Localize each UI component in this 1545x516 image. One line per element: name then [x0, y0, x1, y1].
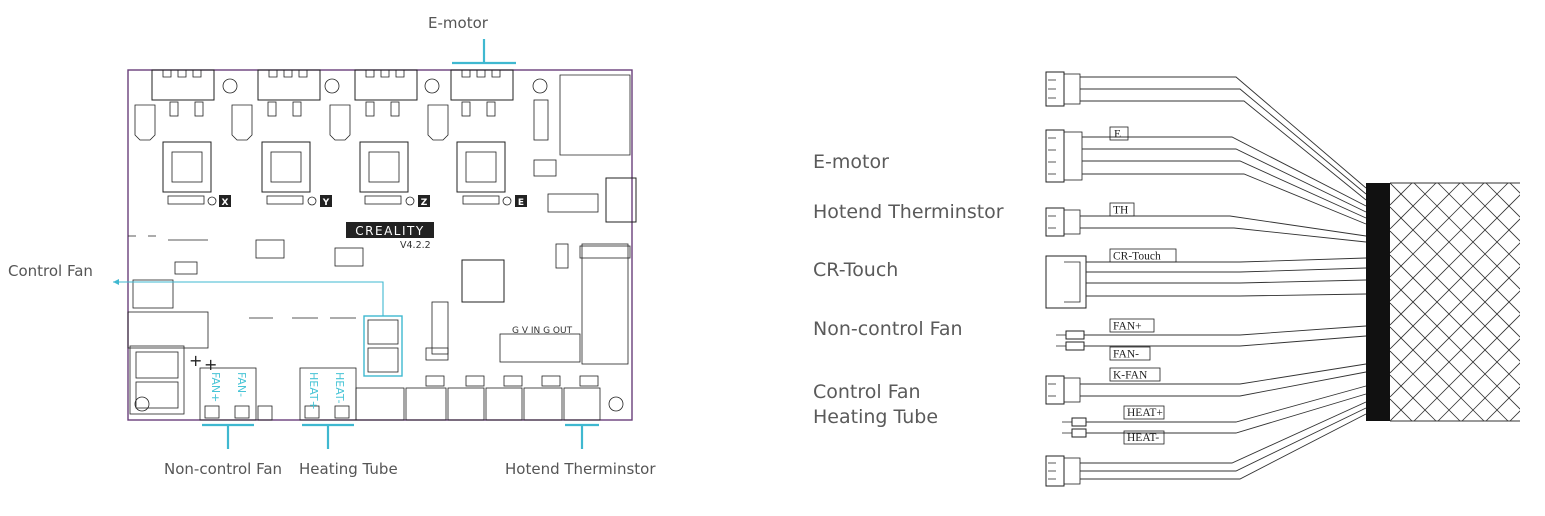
- harness-label-cr-touch: CR-Touch: [813, 259, 898, 281]
- hotend-therm-bracket: [565, 423, 599, 449]
- control-fan-connector: [363, 315, 403, 377]
- harness-wires: [1080, 76, 1367, 480]
- driver-e: [427, 101, 527, 207]
- noncontrol-fan-bracket: [202, 423, 254, 449]
- mcu-chip: [461, 259, 505, 303]
- mainboard: X Y Z E CREALITY V4.2.2 G V IN G OU: [113, 39, 637, 449]
- power-input: [129, 345, 185, 415]
- tag-fan-minus: FAN-: [1113, 349, 1139, 361]
- harness-label-hotend-therm: Hotend Therminstor: [813, 201, 1004, 223]
- motor-connector-y: [257, 69, 321, 101]
- pin-fan-plus: FAN+: [209, 372, 222, 402]
- mount-hole: [324, 78, 340, 94]
- driver-z: [329, 101, 430, 207]
- motor-connector-e: [450, 69, 514, 101]
- driver-y: [231, 101, 332, 207]
- mount-hole: [424, 78, 440, 94]
- tag-cr-touch: CR-Touch: [1113, 251, 1161, 263]
- probe-header-pins: G V IN G OUT: [512, 326, 573, 336]
- harness-clamp: [1366, 183, 1390, 421]
- axis-label-e: E: [518, 198, 524, 208]
- emotor-bracket: [452, 39, 516, 65]
- tag-kfan: K-FAN: [1113, 370, 1148, 382]
- connector-cr-touch: [1045, 255, 1087, 309]
- control-fan-leader: [113, 281, 384, 316]
- motor-connector-z: [354, 69, 418, 101]
- callout-emotor: E-motor: [428, 14, 489, 32]
- svg-text:+: +: [189, 351, 202, 370]
- driver-x: [134, 101, 231, 207]
- connector-bottom: [1045, 455, 1081, 487]
- harness-labels: E-motor Hotend Therminstor CR-Touch Non-…: [813, 151, 1004, 428]
- tag-heat-minus: HEAT-: [1127, 432, 1159, 444]
- fan-terminal: FAN+ FAN-: [199, 367, 257, 421]
- heat-terminal: HEAT+ HEAT-: [299, 367, 357, 421]
- pin-heat-plus: HEAT+: [307, 372, 320, 410]
- pin-fan-minus: FAN-: [235, 372, 248, 397]
- axis-label-y: Y: [322, 198, 330, 208]
- harness-label-heating-tube: Heating Tube: [813, 406, 938, 428]
- pin-heat-minus: HEAT-: [333, 372, 346, 404]
- callout-heating-tube: Heating Tube: [299, 460, 398, 478]
- braided-sleeve: [1390, 182, 1520, 422]
- tag-heat-plus: HEAT+: [1127, 407, 1163, 419]
- board-version: V4.2.2: [400, 240, 431, 251]
- bottom-connectors: [355, 375, 601, 421]
- tag-fan-plus: FAN+: [1113, 321, 1142, 333]
- harness-label-noncontrol-fan: Non-control Fan: [813, 318, 963, 340]
- heating-tube-bracket: [302, 423, 354, 449]
- connector-heat-pins: [1062, 417, 1087, 438]
- harness-label-emotor: E-motor: [813, 151, 889, 173]
- connector-top: [1045, 71, 1081, 107]
- mount-hole: [222, 78, 238, 94]
- tag-e: E: [1114, 129, 1121, 141]
- axis-label-x: X: [222, 198, 229, 208]
- callout-hotend-therm: Hotend Therminstor: [505, 460, 656, 478]
- harness-connectors: [1045, 71, 1087, 487]
- harness-label-control-fan: Control Fan: [813, 381, 921, 403]
- connector-emotor: [1045, 129, 1083, 183]
- mount-hole: [134, 396, 150, 412]
- wire-tags: E TH CR-Touch FAN+ FAN- K-FAN HEAT+ HEAT…: [1109, 126, 1177, 445]
- brand-logo: CREALITY: [355, 224, 424, 238]
- mount-hole: [532, 78, 548, 94]
- connector-fan-pins: [1056, 330, 1085, 351]
- probe-header: [499, 333, 581, 363]
- sd-slot: [559, 74, 631, 156]
- lcd-header: [581, 243, 629, 365]
- tag-th: TH: [1113, 205, 1128, 217]
- connector-th: [1045, 207, 1081, 237]
- connector-kfan: [1045, 375, 1081, 405]
- callout-noncontrol-fan: Non-control Fan: [164, 460, 282, 478]
- svg-text:+: +: [204, 355, 217, 374]
- creality-logo-box: [346, 222, 434, 238]
- axis-label-z: Z: [421, 198, 428, 208]
- mount-hole: [608, 396, 624, 412]
- motor-connector-x: [151, 69, 215, 101]
- callout-control-fan: Control Fan: [8, 262, 93, 280]
- usb-port: [605, 177, 637, 223]
